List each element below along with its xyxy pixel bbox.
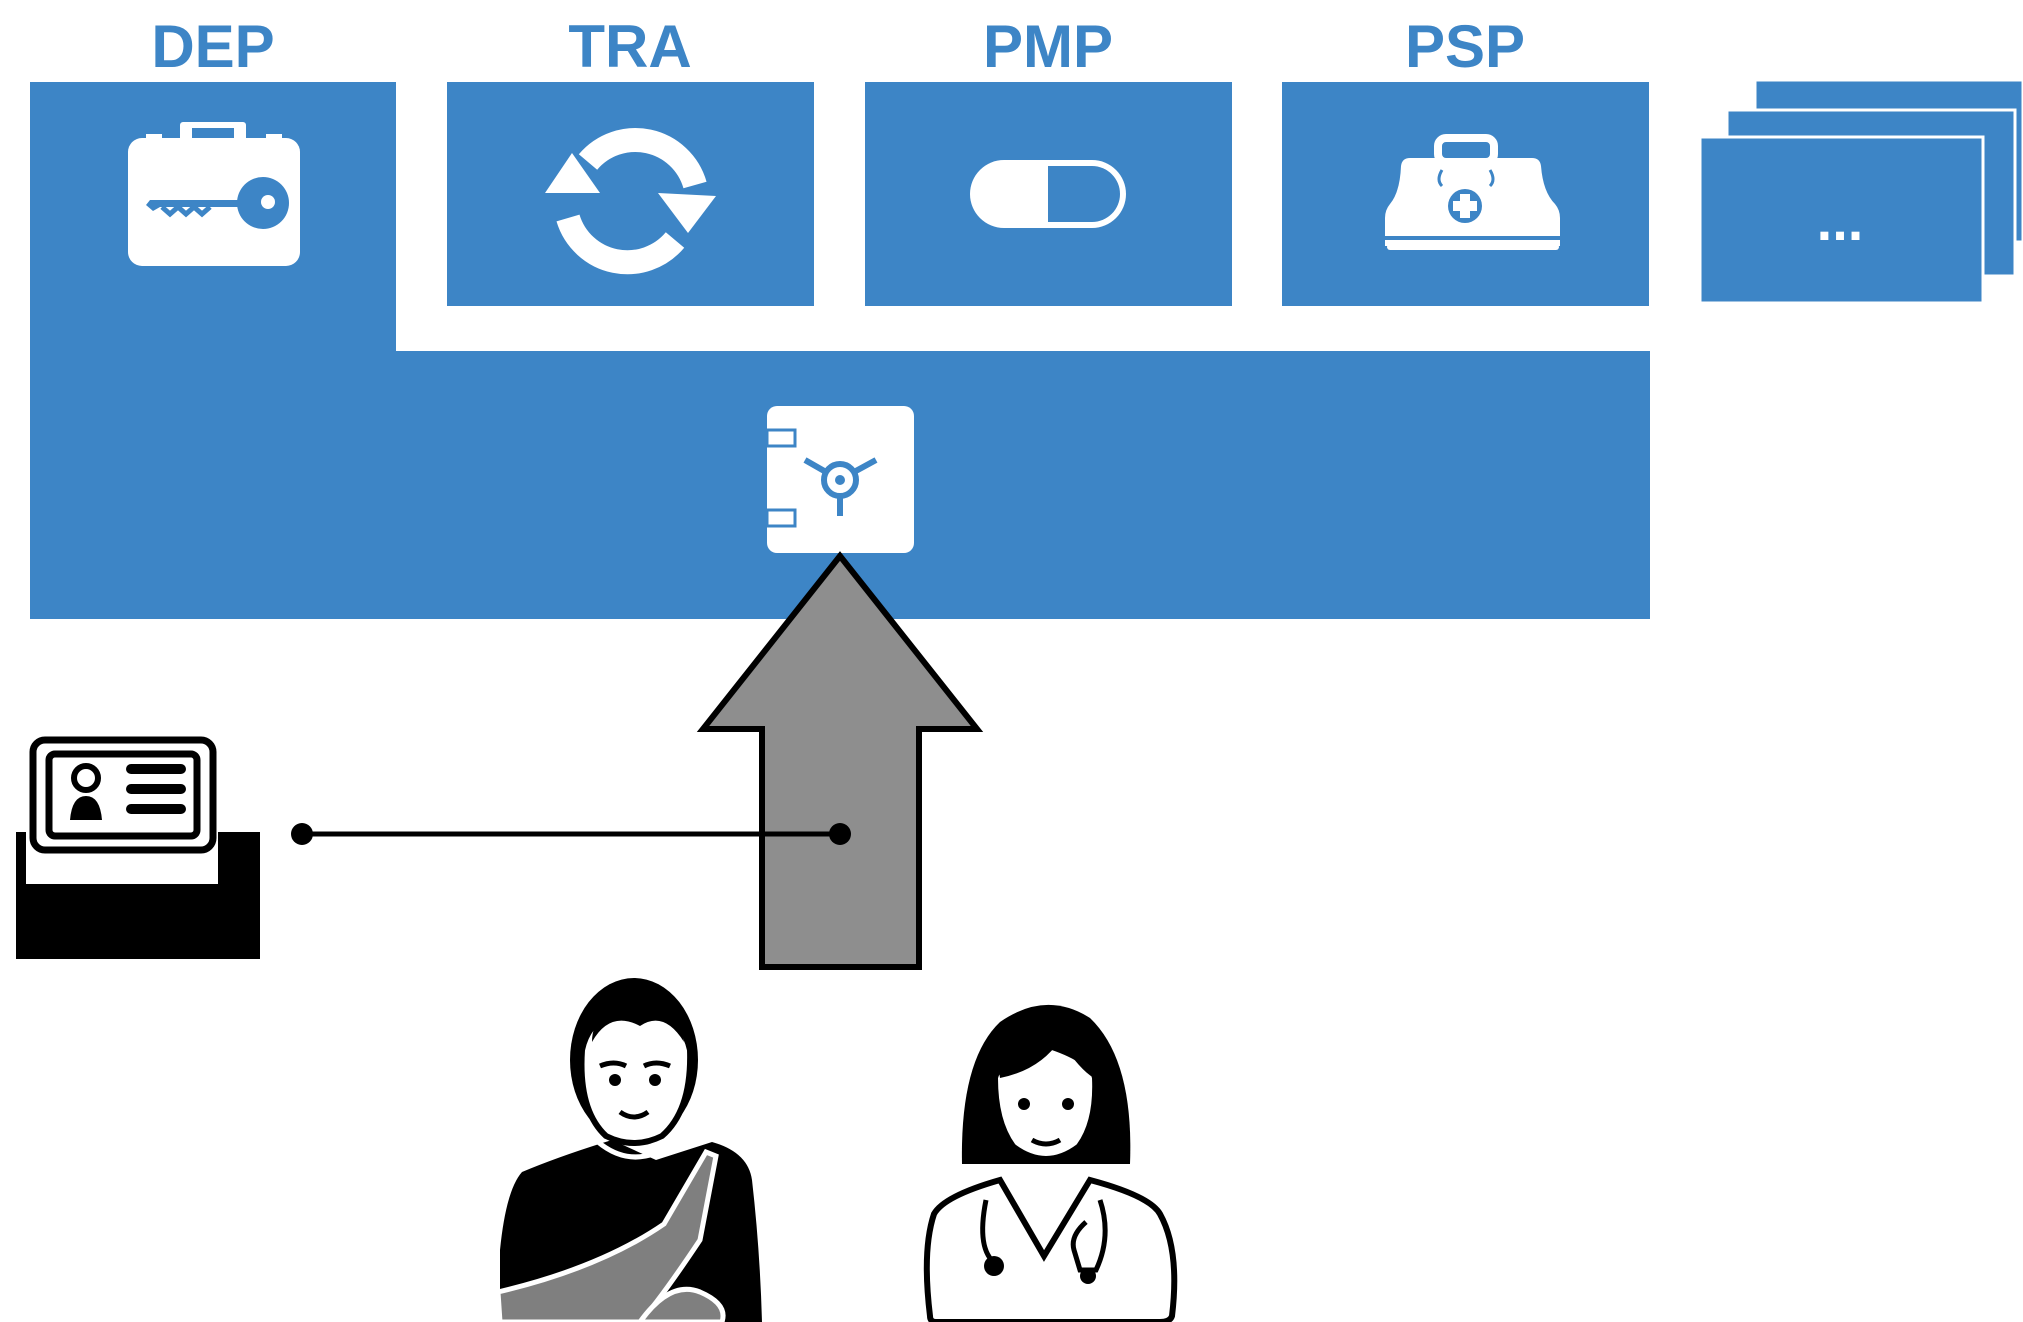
vault-safe-icon bbox=[765, 406, 914, 553]
core-platform bbox=[30, 82, 1650, 619]
upload-arrow-icon bbox=[696, 551, 984, 970]
service-label-dep: DEP bbox=[151, 13, 274, 80]
card-reader-icon bbox=[16, 736, 260, 959]
service-label-pmp: PMP bbox=[983, 13, 1113, 80]
briefcase-key-icon bbox=[128, 122, 300, 266]
pill-capsule-icon bbox=[970, 160, 1126, 228]
service-label-psp: PSP bbox=[1405, 13, 1525, 80]
more-services-label: ... bbox=[1817, 189, 1864, 252]
doctor-stethoscope-icon bbox=[923, 1004, 1178, 1322]
more-services-stack[interactable]: ... bbox=[1698, 78, 2023, 305]
patient-arm-sling-icon bbox=[495, 978, 762, 1322]
refresh-cycle-icon bbox=[545, 128, 716, 275]
service-label-tra: TRA bbox=[568, 13, 691, 80]
medical-kit-icon bbox=[1385, 134, 1561, 250]
reader-connection-line bbox=[291, 823, 851, 845]
